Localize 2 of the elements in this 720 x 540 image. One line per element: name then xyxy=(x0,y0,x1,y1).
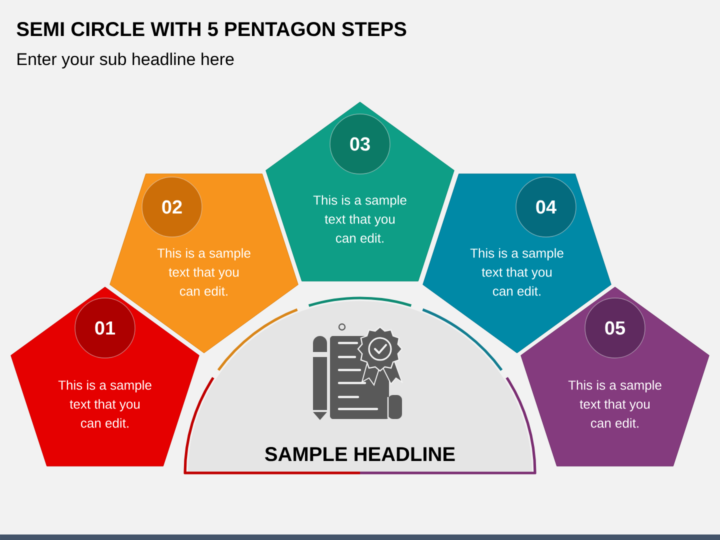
title: SEMI CIRCLE WITH 5 PENTAGON STEPS xyxy=(16,22,406,36)
subtitle: Enter your sub headline here xyxy=(18,52,234,69)
